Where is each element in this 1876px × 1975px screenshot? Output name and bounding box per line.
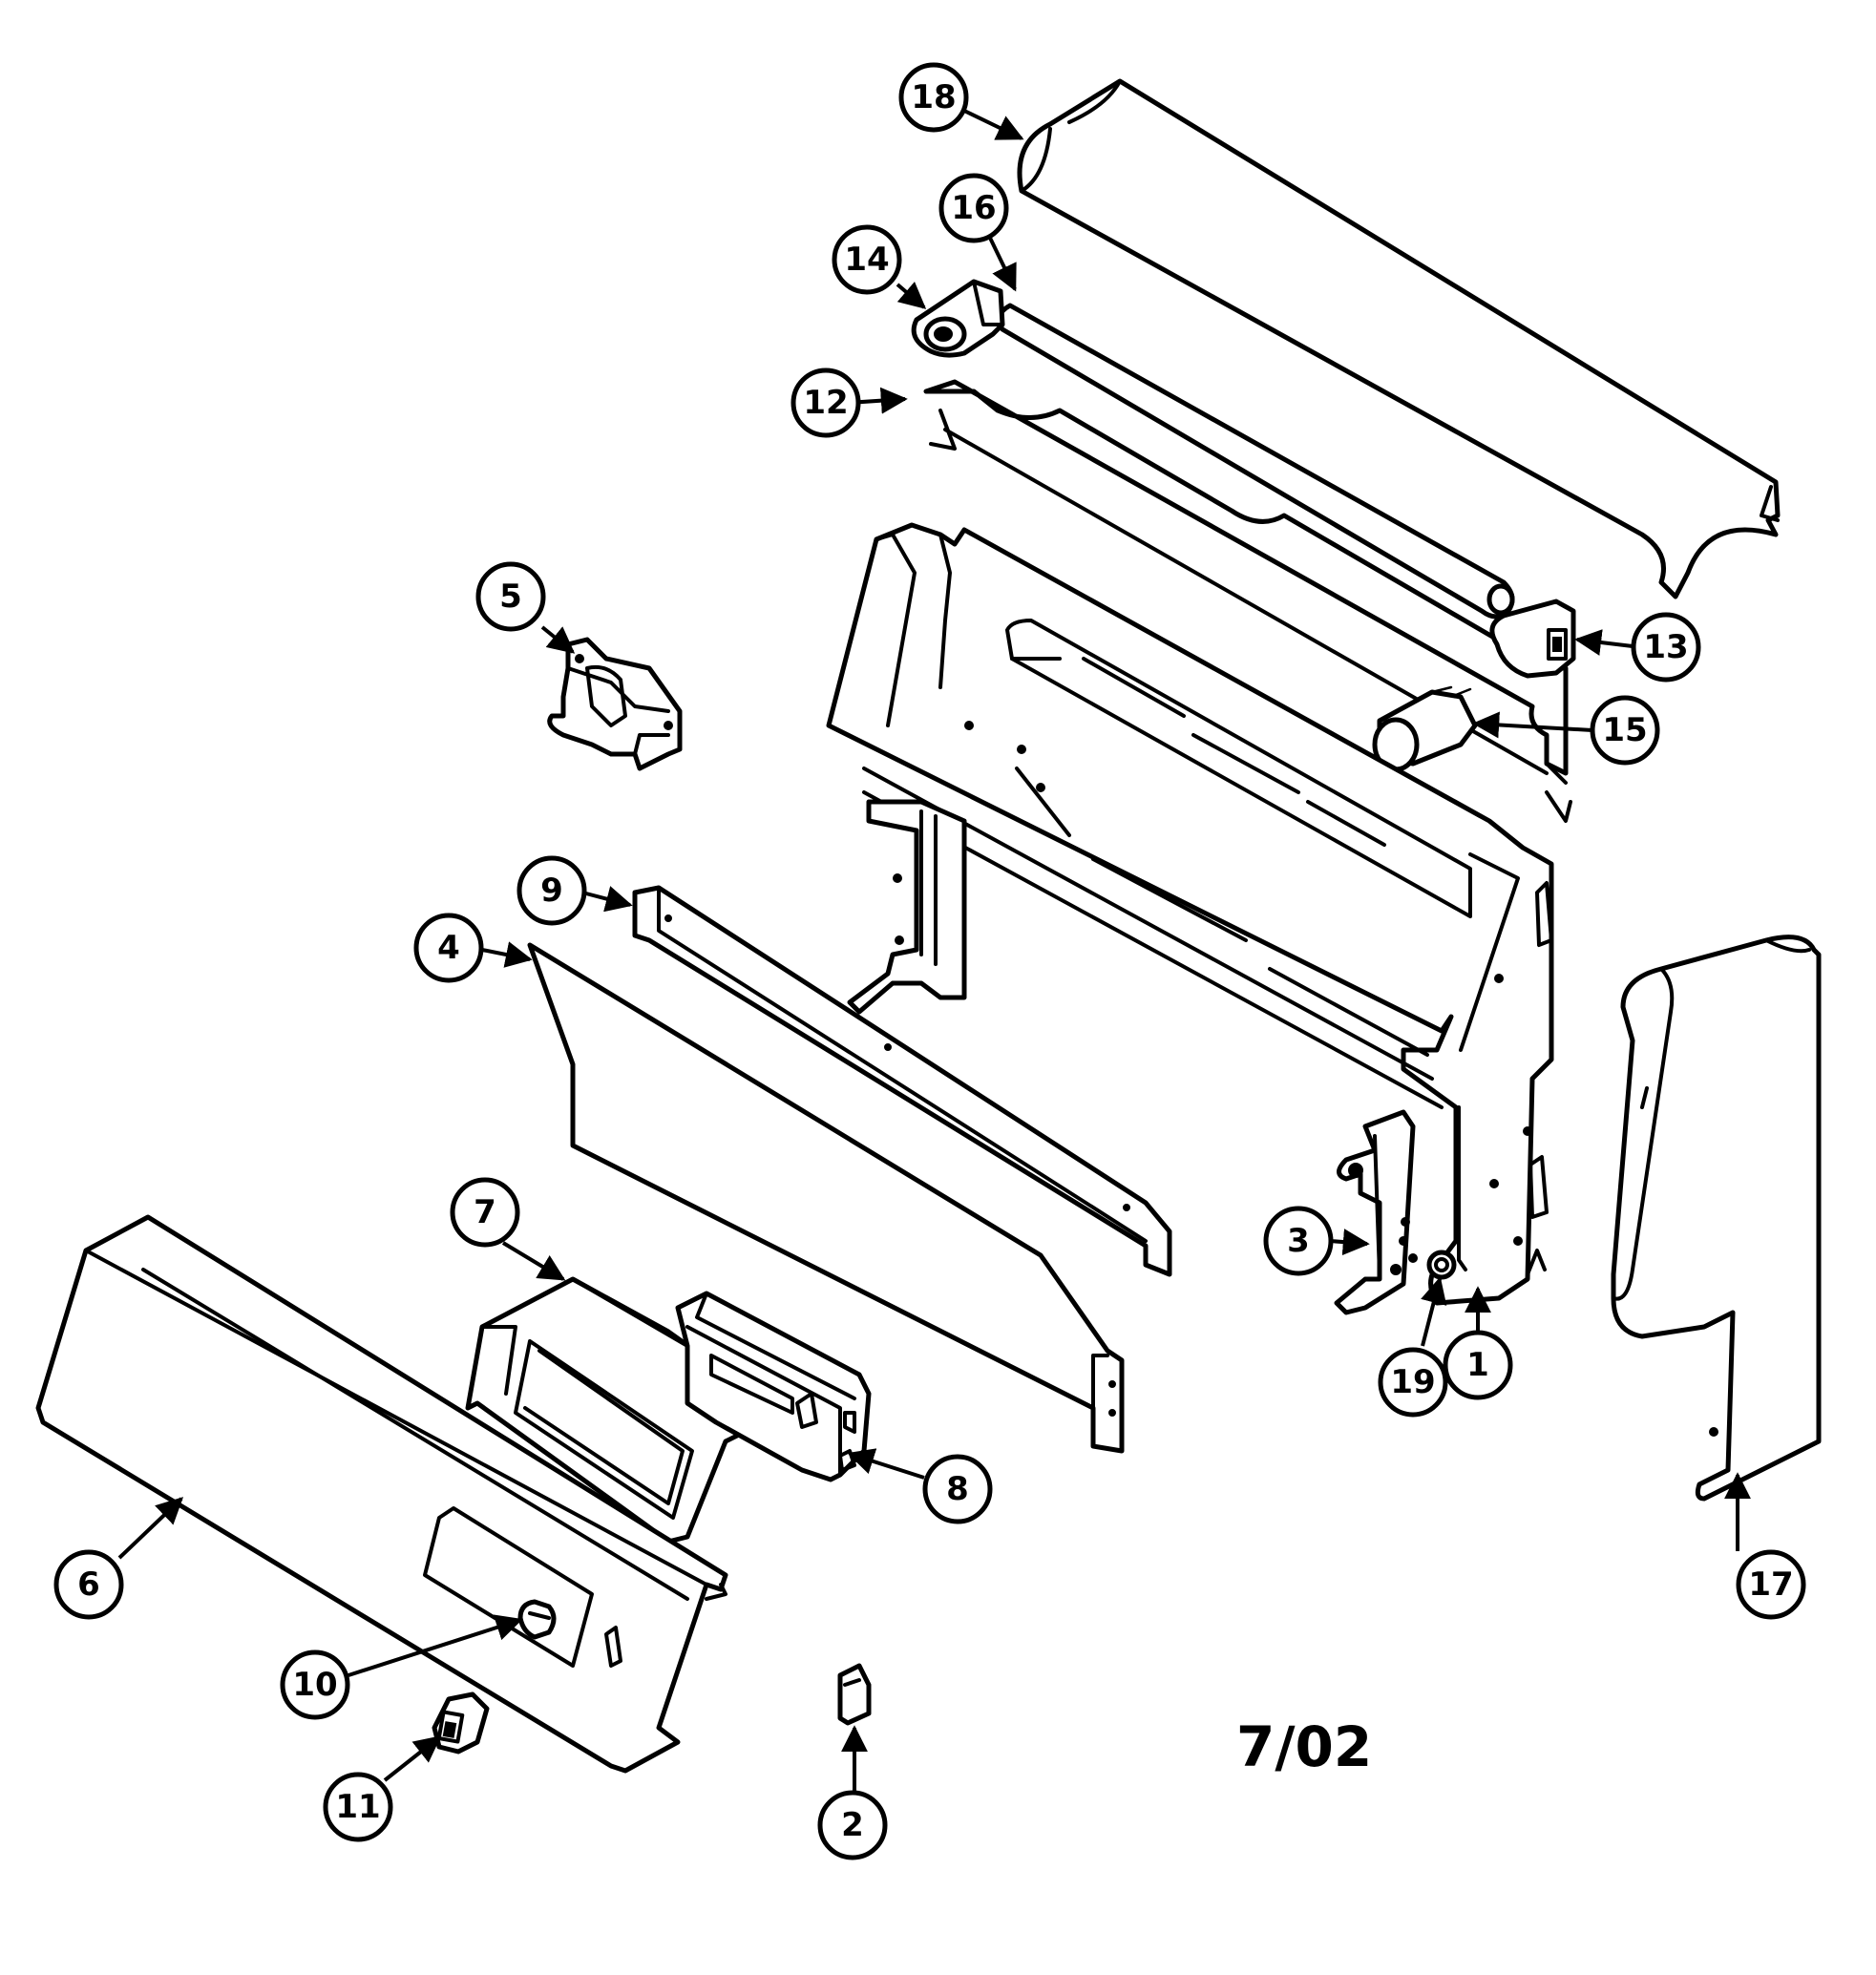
- part-17-end-cap: [1611, 935, 1822, 1502]
- svg-text:17: 17: [1748, 1565, 1793, 1604]
- svg-text:13: 13: [1643, 628, 1688, 666]
- part-11-rocker-switch: [432, 1691, 490, 1754]
- callout-13: 13: [1631, 612, 1701, 683]
- svg-text:10: 10: [292, 1666, 337, 1704]
- svg-text:9: 9: [540, 872, 563, 910]
- part-15-capacitor: [1372, 685, 1478, 772]
- svg-text:7: 7: [474, 1193, 496, 1231]
- part-9-strip: [632, 885, 1172, 1277]
- svg-text:4: 4: [437, 929, 460, 967]
- svg-text:12: 12: [803, 384, 848, 422]
- svg-text:5: 5: [499, 578, 522, 616]
- part-18-top-trim: [1017, 78, 1781, 599]
- svg-text:19: 19: [1390, 1363, 1435, 1401]
- callout-17: 17: [1736, 1549, 1806, 1620]
- part-2-clip: [837, 1663, 872, 1726]
- callout-7: 7: [450, 1177, 520, 1248]
- callout-14: 14: [832, 224, 902, 295]
- part-4-panel: [527, 942, 1125, 1454]
- svg-text:3: 3: [1287, 1222, 1310, 1260]
- callout-2: 2: [817, 1790, 888, 1860]
- callout-18: 18: [898, 62, 969, 133]
- part-7-control-bezel: [465, 1276, 786, 1544]
- callout-6: 6: [53, 1549, 124, 1620]
- callout-15: 15: [1590, 695, 1660, 766]
- callout-8: 8: [922, 1454, 993, 1524]
- callout-4: 4: [413, 913, 484, 983]
- svg-text:11: 11: [335, 1788, 380, 1826]
- callout-3: 3: [1263, 1206, 1334, 1276]
- svg-text:8: 8: [946, 1470, 969, 1508]
- callout-16: 16: [938, 173, 1009, 243]
- svg-text:1: 1: [1466, 1346, 1489, 1384]
- callout-11: 11: [323, 1772, 393, 1842]
- part-19-grommet: [1426, 1250, 1457, 1280]
- svg-text:14: 14: [844, 241, 889, 279]
- part-3-side-bracket: [1334, 1109, 1418, 1315]
- callout-12: 12: [790, 368, 861, 438]
- part-13-lamp-socket: [1489, 599, 1576, 679]
- date-stamp: 7/02: [1236, 1714, 1372, 1779]
- callout-5: 5: [475, 561, 546, 632]
- svg-text:16: 16: [951, 189, 996, 227]
- callout-9: 9: [516, 855, 587, 926]
- part-6-control-panel: [35, 1214, 728, 1774]
- part-10-knob: [517, 1599, 557, 1640]
- leader-lines: [117, 108, 1751, 1793]
- svg-text:15: 15: [1602, 711, 1647, 749]
- part-1-backguard-frame: [826, 522, 1554, 1306]
- callout-19: 19: [1378, 1347, 1448, 1418]
- part-5-transformer: [547, 637, 683, 771]
- part-14-lamp-socket: [911, 279, 1005, 358]
- part-8-electronic-control: [675, 1291, 872, 1482]
- callout-1: 1: [1443, 1330, 1513, 1400]
- svg-text:18: 18: [911, 78, 956, 116]
- callout-10: 10: [280, 1649, 350, 1720]
- svg-text:2: 2: [841, 1806, 864, 1844]
- svg-text:6: 6: [77, 1565, 100, 1604]
